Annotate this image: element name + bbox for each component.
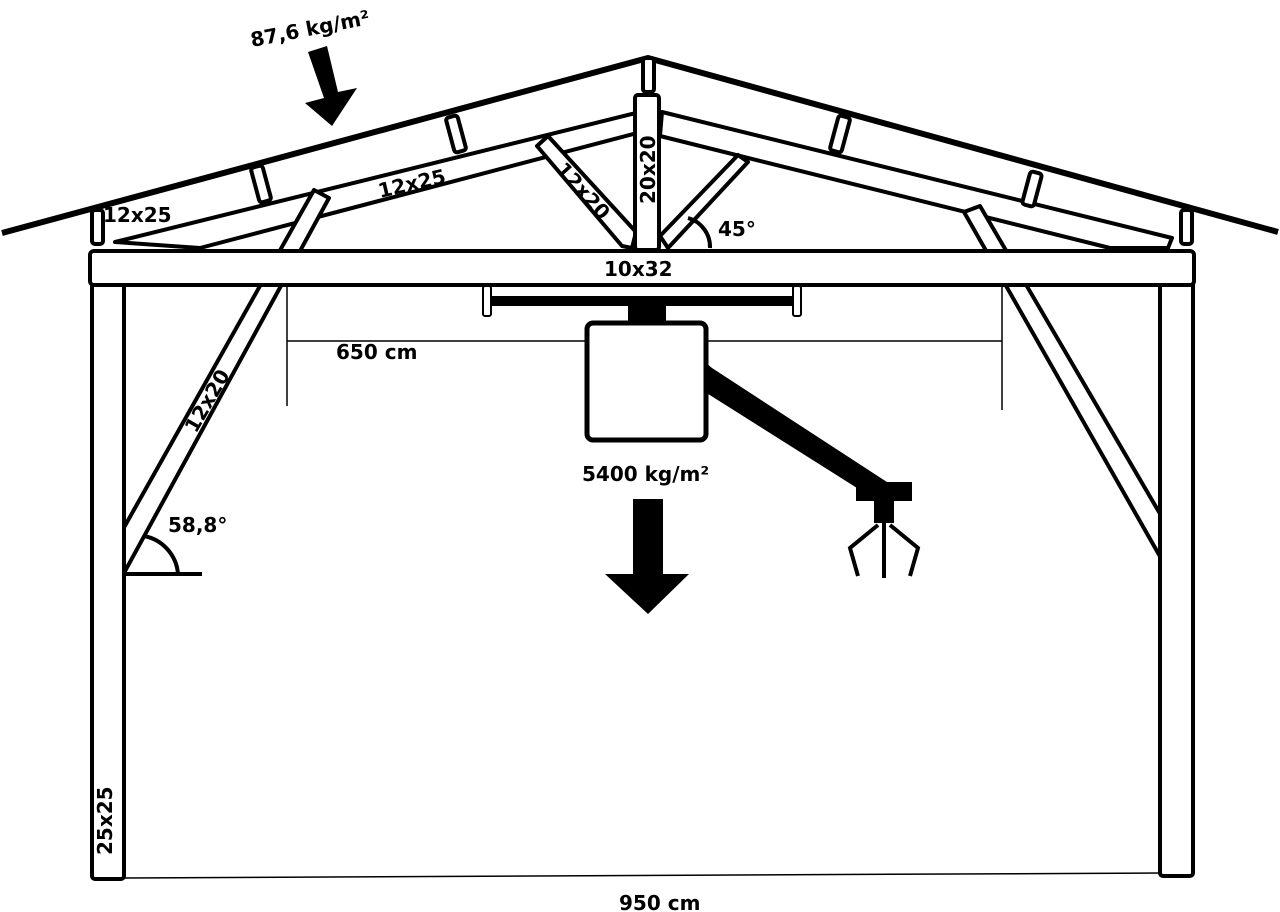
tie-beam xyxy=(88,249,1196,287)
label-crane-load: 5400 kg/m² xyxy=(582,462,709,486)
column-right xyxy=(1158,280,1195,878)
label-purlin-left: 12x25 xyxy=(103,203,172,227)
label-angle-45: 45° xyxy=(718,217,756,241)
rail-hanger-right xyxy=(792,285,802,317)
gripper-stem xyxy=(874,501,894,523)
label-tie-beam: 10x32 xyxy=(604,257,673,281)
gripper-head xyxy=(856,482,912,501)
purlin-block xyxy=(1179,208,1194,246)
angle-arc-58 xyxy=(143,534,180,575)
trolley xyxy=(628,300,666,326)
label-brace-left: 12x20 xyxy=(180,365,235,436)
label-span-inner: 650 cm xyxy=(336,340,417,364)
angle-arc-45 xyxy=(687,216,713,249)
crane-arm xyxy=(705,362,890,500)
crane-load-arrow xyxy=(605,499,689,614)
purlin-block xyxy=(1020,169,1044,209)
label-roof-load: 87,6 kg/m² xyxy=(248,5,371,52)
purlin-block xyxy=(641,56,656,94)
hoist-box xyxy=(584,320,709,443)
gripper-claw xyxy=(847,523,921,578)
purlin-block xyxy=(249,163,273,205)
label-angle-58: 58,8° xyxy=(168,513,227,537)
label-span-total: 950 cm xyxy=(619,891,700,912)
label-king-post: 20x20 xyxy=(636,135,660,204)
strut-right xyxy=(658,153,750,250)
purlin-block xyxy=(828,113,852,155)
purlin-block xyxy=(90,208,105,246)
rail-hanger-left xyxy=(482,285,492,317)
purlin-block xyxy=(444,113,468,155)
label-strut-left: 12x20 xyxy=(551,157,615,224)
label-column: 25x25 xyxy=(93,786,117,855)
roof-load-arrow xyxy=(305,46,357,126)
dim-line-950 xyxy=(123,872,1161,879)
